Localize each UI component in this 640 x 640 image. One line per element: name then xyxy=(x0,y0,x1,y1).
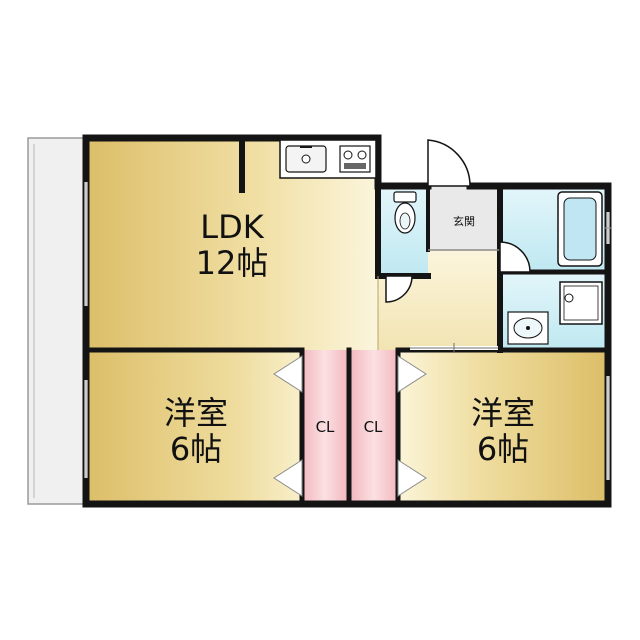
western-right-floor xyxy=(398,350,608,504)
toilet-door-icon xyxy=(385,275,413,303)
door-swing-icon xyxy=(427,139,471,187)
western-right-size: 6帖 xyxy=(477,430,529,468)
closet-left-floor xyxy=(302,350,348,502)
washbasin-icon xyxy=(507,311,549,345)
closet-left-label: CL xyxy=(316,418,335,436)
closet-doors xyxy=(273,355,427,497)
kitchen-counter xyxy=(279,139,377,179)
bathtub-icon xyxy=(557,191,603,267)
balcony xyxy=(27,137,87,505)
washroom-door-icon xyxy=(499,241,531,273)
entrance-label: 玄関 xyxy=(453,214,475,228)
stove-icon xyxy=(339,145,371,173)
entrance-floor xyxy=(428,186,500,250)
ldk-name: LDK xyxy=(200,208,264,246)
sink-icon xyxy=(285,145,327,173)
western-right-name: 洋室 xyxy=(471,394,535,432)
ldk-size: 12帖 xyxy=(196,244,269,282)
western-left-name: 洋室 xyxy=(164,394,228,432)
washing-machine-icon xyxy=(559,281,603,325)
window-frames xyxy=(85,182,612,480)
toilet-icon xyxy=(393,191,417,234)
western-left-size: 6帖 xyxy=(170,430,222,468)
closet-right-floor xyxy=(350,350,398,502)
western-left-floor xyxy=(86,350,302,504)
closet-right-label: CL xyxy=(364,418,383,436)
